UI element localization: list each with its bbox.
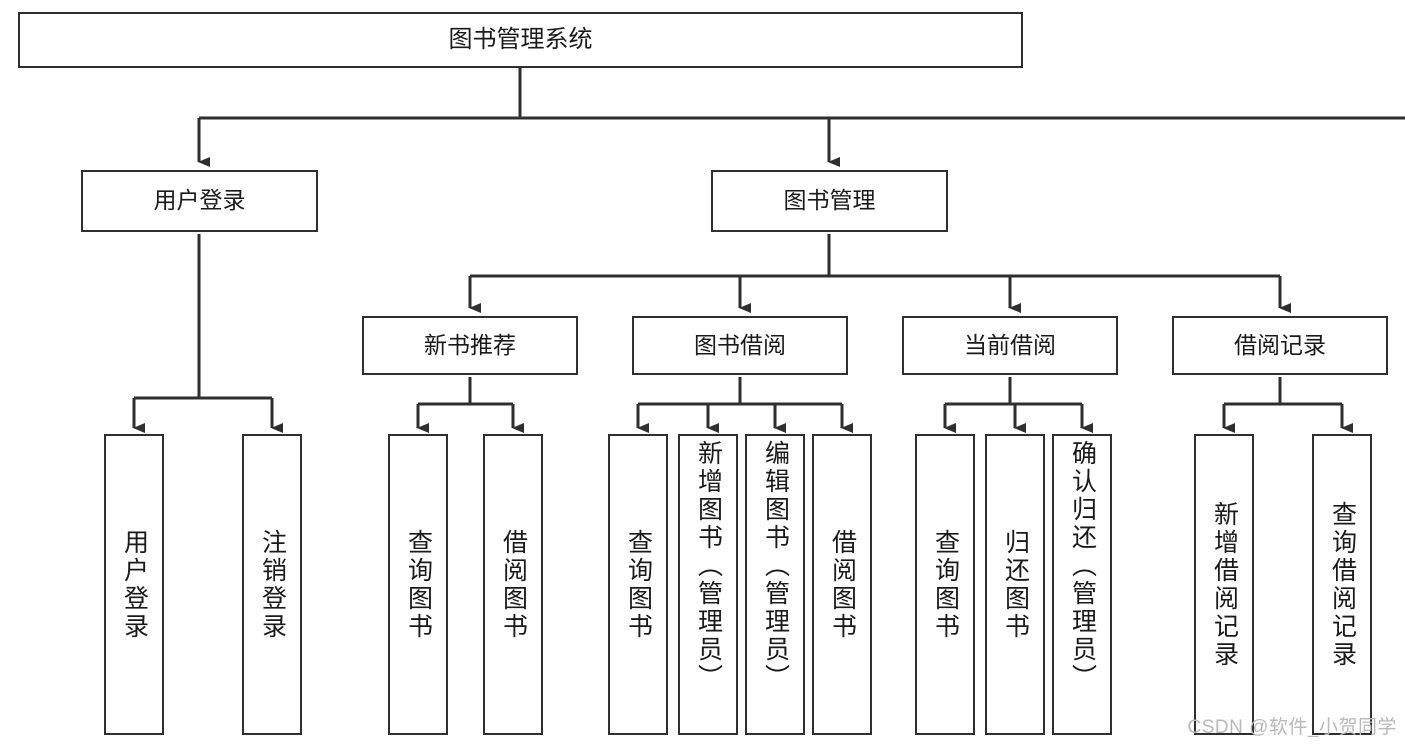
leaf-query-book-1-label: 查询图书 (404, 528, 433, 641)
leaf-edit-book-label: 编辑图书（管理员） (761, 440, 790, 692)
leaf-return-book-label: 归还图书 (1001, 528, 1030, 641)
node-borrow-record-label: 借阅记录 (1234, 331, 1326, 358)
node-borrow-record[interactable]: 借阅记录 (1172, 316, 1388, 375)
leaf-user-login[interactable]: 用户登录 (104, 434, 164, 735)
leaf-query-book-2[interactable]: 查询图书 (608, 434, 668, 735)
leaf-borrow-book-1-label: 借阅图书 (499, 528, 528, 641)
node-book-manage-label: 图书管理 (783, 187, 876, 214)
leaf-query-book-3[interactable]: 查询图书 (915, 434, 975, 735)
leaf-borrow-book-1[interactable]: 借阅图书 (483, 434, 543, 735)
leaf-logout[interactable]: 注销登录 (242, 434, 302, 735)
node-current-borrow-label: 当前借阅 (964, 331, 1056, 358)
leaf-edit-book[interactable]: 编辑图书（管理员） (745, 434, 805, 735)
node-book-borrow[interactable]: 图书借阅 (632, 316, 848, 375)
node-user-login[interactable]: 用户登录 (81, 170, 318, 232)
node-book-manage[interactable]: 图书管理 (711, 170, 948, 232)
node-current-borrow[interactable]: 当前借阅 (902, 316, 1118, 375)
leaf-borrow-book-2[interactable]: 借阅图书 (812, 434, 872, 735)
node-user-login-label: 用户登录 (153, 187, 246, 214)
leaf-query-book-2-label: 查询图书 (624, 528, 653, 641)
leaf-confirm-return-label: 确认归还（管理员） (1068, 440, 1097, 692)
leaf-user-login-label: 用户登录 (120, 528, 149, 641)
leaf-query-book-3-label: 查询图书 (931, 528, 960, 641)
leaf-confirm-return[interactable]: 确认归还（管理员） (1052, 434, 1112, 735)
leaf-add-record[interactable]: 新增借阅记录 (1194, 434, 1254, 735)
leaf-add-book-label: 新增图书（管理员） (694, 440, 723, 692)
leaf-add-record-label: 新增借阅记录 (1210, 500, 1239, 669)
node-new-book-recommend-label: 新书推荐 (424, 331, 516, 358)
leaf-return-book[interactable]: 归还图书 (985, 434, 1045, 735)
node-root[interactable]: 图书管理系统 (18, 12, 1023, 68)
leaf-add-book[interactable]: 新增图书（管理员） (678, 434, 738, 735)
node-new-book-recommend[interactable]: 新书推荐 (362, 316, 578, 375)
leaf-borrow-book-2-label: 借阅图书 (828, 528, 857, 641)
node-root-label: 图书管理系统 (448, 25, 593, 53)
leaf-query-record[interactable]: 查询借阅记录 (1312, 434, 1372, 735)
node-book-borrow-label: 图书借阅 (694, 331, 786, 358)
leaf-query-book-1[interactable]: 查询图书 (388, 434, 448, 735)
leaf-query-record-label: 查询借阅记录 (1328, 500, 1357, 669)
leaf-logout-label: 注销登录 (258, 528, 287, 641)
